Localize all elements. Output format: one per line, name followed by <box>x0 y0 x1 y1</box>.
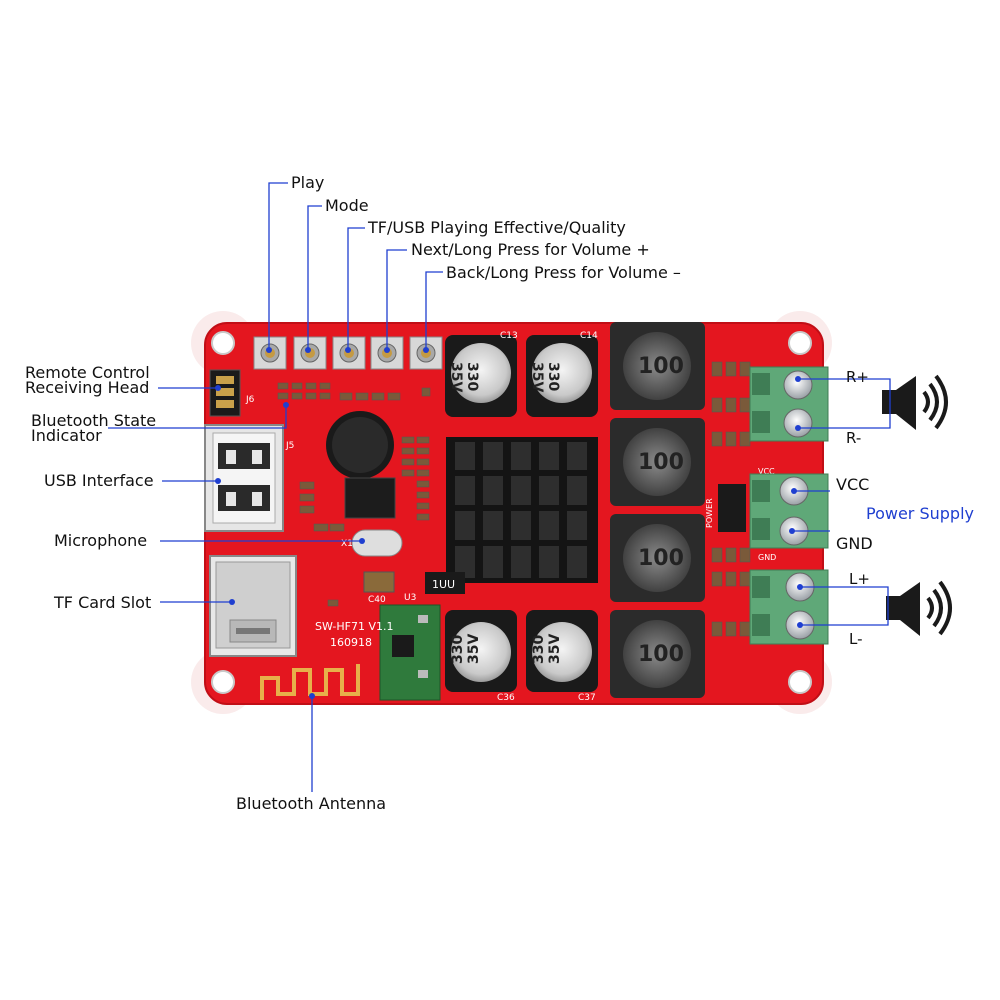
microphone-part <box>326 411 394 479</box>
cap-text-1b: 35V <box>448 362 464 392</box>
capacitor-markings: 330 35V 330 35V 330 35V 330 35V <box>448 362 563 664</box>
label-vcc: VCC <box>836 475 870 494</box>
usb-port <box>204 424 284 532</box>
label-r-plus: R+ <box>846 368 869 386</box>
cap-text-2b: 35V <box>529 362 545 392</box>
gnd-silk: GND <box>758 553 776 562</box>
smd-components <box>277 361 751 637</box>
inductor-markings: 100 100 100 100 <box>638 354 684 667</box>
label-tf-usb-quality: TF/USB Playing Effective/Quality <box>368 218 626 237</box>
c40-silk: C40 <box>368 595 386 605</box>
label-bt-antenna: Bluetooth Antenna <box>236 794 387 813</box>
cap-text-4b: 35V <box>547 634 563 664</box>
label-remote-line1: Remote Control <box>25 363 150 382</box>
label-usb: USB Interface <box>44 471 154 490</box>
cap-text-4a: 330 <box>531 635 547 664</box>
mounting-holes <box>211 331 812 694</box>
resistor-text: 1UU <box>432 578 455 591</box>
label-microphone: Microphone <box>54 531 148 550</box>
ind-text-4: 100 <box>638 642 684 667</box>
cap-text-1a: 330 <box>464 362 480 391</box>
label-next: Next/Long Press for Volume + <box>411 240 650 259</box>
callout-dots <box>215 347 803 699</box>
vcc-silk: VCC <box>758 467 775 476</box>
date-silk: 160918 <box>330 636 372 649</box>
capacitors <box>445 335 598 692</box>
label-play: Play <box>291 173 325 192</box>
tf-card-slot <box>209 555 297 657</box>
label-l-plus: L+ <box>849 570 870 588</box>
ir-receiver-header <box>209 369 241 417</box>
power-silk: POWER <box>705 498 714 528</box>
ind-text-3: 100 <box>638 546 684 571</box>
label-r-minus: R- <box>846 429 862 447</box>
label-bt-state-line1: Bluetooth State <box>31 411 157 430</box>
label-l-minus: L- <box>849 630 863 648</box>
j5-silk: J5 <box>285 441 294 451</box>
heatsink <box>446 437 598 583</box>
label-tf-slot: TF Card Slot <box>54 593 152 612</box>
x1-silk: X1 <box>341 539 353 549</box>
c13-silk: C13 <box>500 331 518 341</box>
push-buttons <box>253 336 443 370</box>
callout-lines <box>108 182 891 792</box>
speaker-icon-right <box>882 374 948 430</box>
c14-silk: C14 <box>580 331 598 341</box>
cap-text-3b: 35V <box>466 634 482 664</box>
model-silk: SW-HF71 V1.1 <box>315 620 394 633</box>
cap-text-3a: 330 <box>450 635 466 664</box>
ind-text-2: 100 <box>638 450 684 475</box>
bluetooth-module <box>379 604 441 701</box>
speaker-icon-left <box>886 580 952 636</box>
label-remote-line2: Receiving Head <box>25 378 150 397</box>
label-bt-state-line2: Indicator <box>31 426 102 445</box>
inductors <box>610 322 705 698</box>
cap-text-2a: 330 <box>545 362 561 391</box>
j6-silk: J6 <box>245 395 255 405</box>
label-mode: Mode <box>325 196 369 215</box>
label-power-supply: Power Supply <box>866 504 974 523</box>
c37-silk: C37 <box>578 693 596 703</box>
u3-silk: U3 <box>404 593 416 603</box>
terminal-blocks <box>749 366 829 645</box>
ind-text-1: 100 <box>638 354 684 379</box>
antenna-trace <box>260 664 360 700</box>
label-back: Back/Long Press for Volume – <box>446 263 681 282</box>
c36-silk: C36 <box>497 693 515 703</box>
label-gnd: GND <box>836 534 873 553</box>
